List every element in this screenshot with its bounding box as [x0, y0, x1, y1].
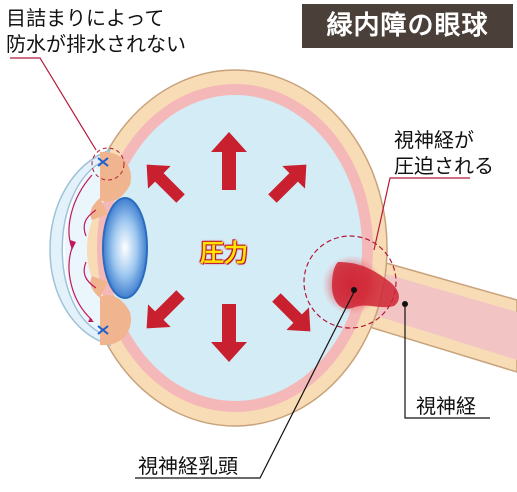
arrow-up [211, 132, 247, 190]
drainage-callout-line [10, 57, 97, 151]
optic-disc-callout-circle [303, 235, 397, 329]
arrow-up-right [268, 164, 307, 203]
arrow-up-left [146, 164, 185, 203]
optic-nerve-leader [404, 304, 490, 419]
label-optic-nerve: 視神経 [416, 394, 476, 418]
label-compressed-line1: 視神経が [394, 128, 474, 152]
blocked-drainage-marks [97, 157, 109, 335]
callout-lines [10, 57, 470, 251]
drainage-callout-circle [91, 147, 125, 181]
label-compressed-line2: 圧迫される [394, 154, 494, 178]
arrow-down [211, 304, 247, 362]
lens [102, 197, 148, 299]
aqueous-flow-arrows [68, 174, 97, 322]
label-drainage-line1: 目詰まりによって [6, 6, 165, 30]
arrow-down-right [272, 293, 311, 332]
optic-disc-leader [135, 291, 355, 479]
leader-lines [135, 291, 490, 479]
label-optic-disc: 視神経乳頭 [138, 454, 238, 478]
arrow-down-left [146, 290, 185, 329]
label-drainage-line2: 防水が排水されない [6, 32, 186, 56]
compressed-callout-line [373, 177, 470, 251]
diagram-title: 緑内障の眼球 [302, 4, 513, 48]
optic-disc-damage [322, 255, 399, 315]
cornea [49, 148, 112, 347]
pressure-arrows [146, 132, 311, 362]
optic-disc-leader-dot [351, 287, 357, 293]
optic-nerve-leader-dot [402, 301, 408, 307]
label-pressure: 圧力 [200, 239, 248, 267]
ciliary-body [90, 151, 131, 346]
